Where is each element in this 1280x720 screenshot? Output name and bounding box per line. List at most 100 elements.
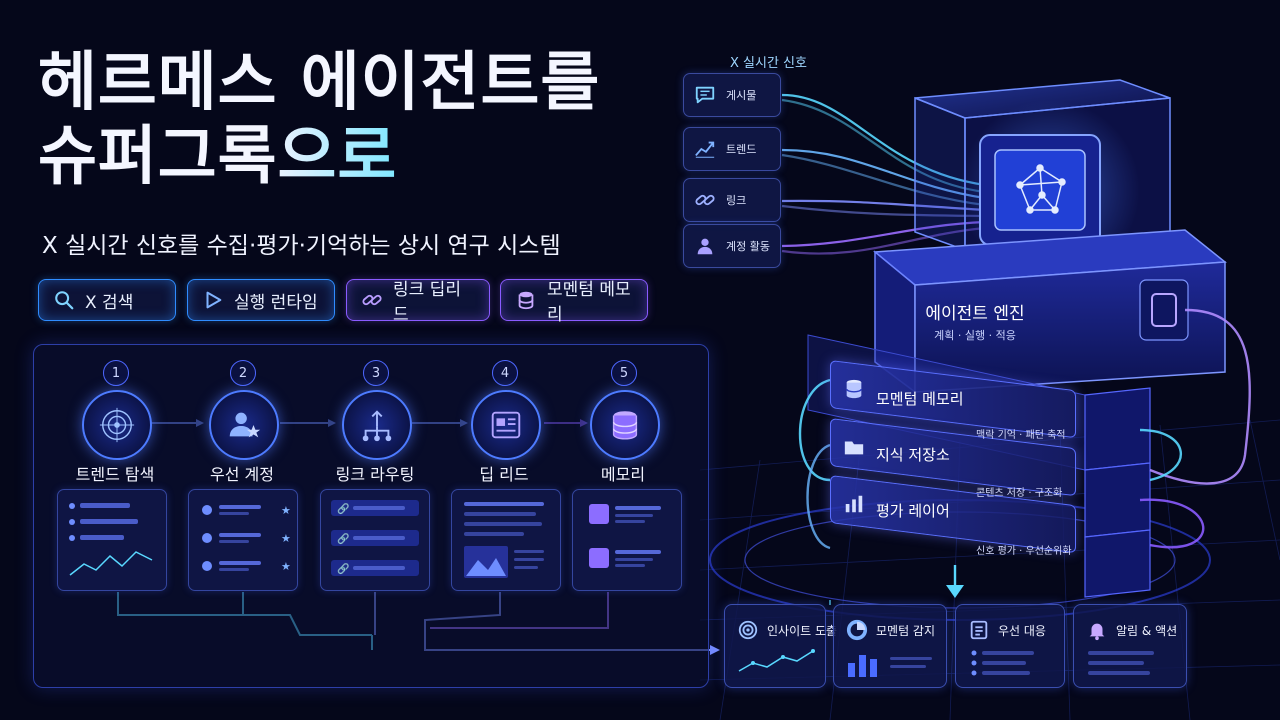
page-subtitle: X 실시간 신호를 수집·평가·기억하는 상시 연구 시스템 <box>42 233 561 259</box>
output-momentum[interactable]: 모멘텀 감지 <box>833 604 947 688</box>
signal-label: 트렌드 <box>726 143 757 156</box>
layer-sub: 신호 평가 · 우선순위화 <box>976 546 1072 557</box>
title-line-2: 슈퍼그록으로 <box>38 120 600 194</box>
signal-flows <box>781 93 986 255</box>
svg-text:★: ★ <box>281 560 291 573</box>
signal-label: 링크 <box>726 194 747 207</box>
svg-text:★: ★ <box>281 504 291 517</box>
layer-label: 모멘텀 메모리 <box>876 390 964 408</box>
layer-sub: 맥락 기억 · 패턴 축적 <box>976 430 1066 441</box>
radar-icon <box>99 407 135 443</box>
svg-text:★: ★ <box>281 532 291 545</box>
signal-account-activity[interactable]: 계정 활동 <box>683 224 781 268</box>
link-icon <box>362 294 382 306</box>
engine-subtitle: 계획 · 실행 · 적응 <box>934 329 1016 342</box>
signal-trends[interactable]: 트렌드 <box>683 127 781 171</box>
tag-link-deepread[interactable]: 링크 딥리드 <box>346 279 490 325</box>
output-art <box>971 650 1034 676</box>
engine-title: 에이전트 엔진 <box>925 304 1025 324</box>
step-label: 메모리 <box>600 465 646 484</box>
title-line-2b: 으로 <box>277 120 398 194</box>
target-icon <box>738 620 758 640</box>
step-number: 2 <box>230 360 256 386</box>
step-trend-search[interactable] <box>82 390 152 460</box>
step-card-links: 🔗 🔗 🔗 <box>320 489 430 591</box>
layer-sub: 콘텐츠 저장 · 구조화 <box>976 488 1063 499</box>
tag-label: 모멘텀 메모리 <box>547 280 631 325</box>
signal-links[interactable]: 링크 <box>683 178 781 222</box>
stack-connectors <box>798 308 1251 590</box>
database-icon <box>845 379 863 399</box>
step-number: 5 <box>611 360 637 386</box>
title-line-2a: 슈퍼그록 <box>38 120 278 194</box>
pipeline-end-arrow <box>710 645 720 655</box>
step-label: 우선 계정 <box>210 465 274 484</box>
trend-icon <box>695 141 715 158</box>
step-number: 3 <box>363 360 389 386</box>
message-icon <box>695 86 715 104</box>
step-label: 링크 라우팅 <box>335 465 415 484</box>
signal-label: 게시물 <box>726 89 757 102</box>
svg-text:🔗: 🔗 <box>337 562 350 575</box>
title-line-1: 헤르메스 에이전트를 <box>38 46 601 120</box>
svg-text:🔗: 🔗 <box>337 502 350 515</box>
user-star-icon <box>229 412 261 438</box>
tag-label: 링크 딥리드 <box>393 280 461 325</box>
step-number: 4 <box>492 360 518 386</box>
signals-title: X 실시간 신호 <box>730 56 807 71</box>
step-card-trend <box>57 489 167 591</box>
output-art <box>738 649 815 672</box>
card-art <box>464 502 544 578</box>
step-priority-accounts[interactable] <box>209 390 279 460</box>
user-icon <box>697 238 713 255</box>
output-label: 알림 & 액션 <box>1116 623 1178 638</box>
bar-chart-icon <box>845 495 863 513</box>
step-label: 트렌드 탐색 <box>75 465 155 484</box>
step-label: 딥 리드 <box>479 465 529 484</box>
tag-momentum-memory[interactable]: 모멘텀 메모리 <box>500 279 648 325</box>
play-icon <box>206 291 222 309</box>
core-cube <box>914 79 1171 280</box>
tag-label: X 검색 <box>85 292 134 313</box>
card-art: 🔗 🔗 🔗 <box>331 500 419 576</box>
engine-block <box>873 229 1227 394</box>
step-deep-read[interactable] <box>471 390 541 460</box>
step-memory[interactable] <box>590 390 660 460</box>
output-priority-response[interactable]: 우선 대응 <box>955 604 1065 688</box>
step-card-accounts: ★ ★ ★ <box>188 489 298 591</box>
article-icon <box>491 411 521 439</box>
card-art <box>69 503 153 576</box>
layer-label: 지식 저장소 <box>876 446 950 464</box>
bell-icon <box>1089 623 1105 641</box>
card-art: ★ ★ ★ <box>202 504 291 573</box>
routing-icon <box>362 410 392 442</box>
tag-x-search[interactable]: X 검색 <box>38 279 176 321</box>
layer-label: 평가 레이어 <box>876 502 950 520</box>
output-label: 모멘텀 감지 <box>876 623 936 638</box>
network-icon <box>1016 164 1066 214</box>
signal-label: 계정 활동 <box>726 240 770 253</box>
search-icon <box>55 291 74 310</box>
svg-text:🔗: 🔗 <box>337 532 350 545</box>
step-card-deepread <box>451 489 561 591</box>
output-label: 우선 대응 <box>998 623 1046 638</box>
tag-label: 실행 런타임 <box>234 292 318 313</box>
step-number: 1 <box>103 360 129 386</box>
step-link-routing[interactable] <box>342 390 412 460</box>
checklist-icon <box>970 620 988 640</box>
tag-runtime[interactable]: 실행 런타임 <box>187 279 335 321</box>
output-insight[interactable]: 인사이트 도출 <box>724 604 837 688</box>
page-title: 헤르메스 에이전트를 슈퍼그록으로 <box>38 46 600 194</box>
output-art <box>848 655 932 677</box>
database-icon <box>612 411 638 440</box>
database-icon <box>518 291 534 310</box>
step-card-memory <box>572 489 682 591</box>
down-arrow <box>946 585 964 598</box>
output-alerts-actions[interactable]: 알림 & 액션 <box>1073 604 1187 688</box>
folder-icon <box>844 441 864 455</box>
output-art <box>1088 651 1154 675</box>
output-label: 인사이트 도출 <box>767 623 838 638</box>
signal-posts[interactable]: 게시물 <box>683 73 781 117</box>
link-icon <box>695 194 715 206</box>
